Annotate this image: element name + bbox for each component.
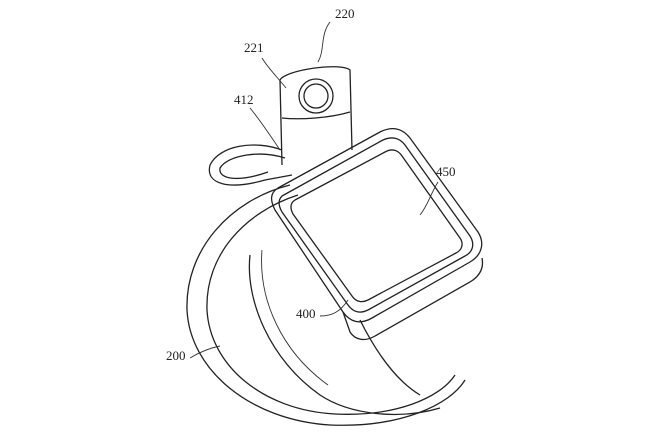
band-200 bbox=[186, 184, 466, 426]
tab-220 bbox=[279, 66, 353, 166]
label-450: 450 bbox=[436, 164, 456, 179]
leader-lines bbox=[189, 21, 439, 359]
display-450 bbox=[290, 149, 463, 303]
label-412: 412 bbox=[234, 92, 254, 107]
label-200: 200 bbox=[166, 348, 186, 363]
label-400: 400 bbox=[296, 306, 316, 321]
label-220: 220 bbox=[335, 6, 355, 21]
housing-400 bbox=[270, 127, 484, 341]
connector-412 bbox=[208, 144, 293, 186]
tab-hole bbox=[298, 78, 334, 114]
label-221: 221 bbox=[244, 40, 264, 55]
